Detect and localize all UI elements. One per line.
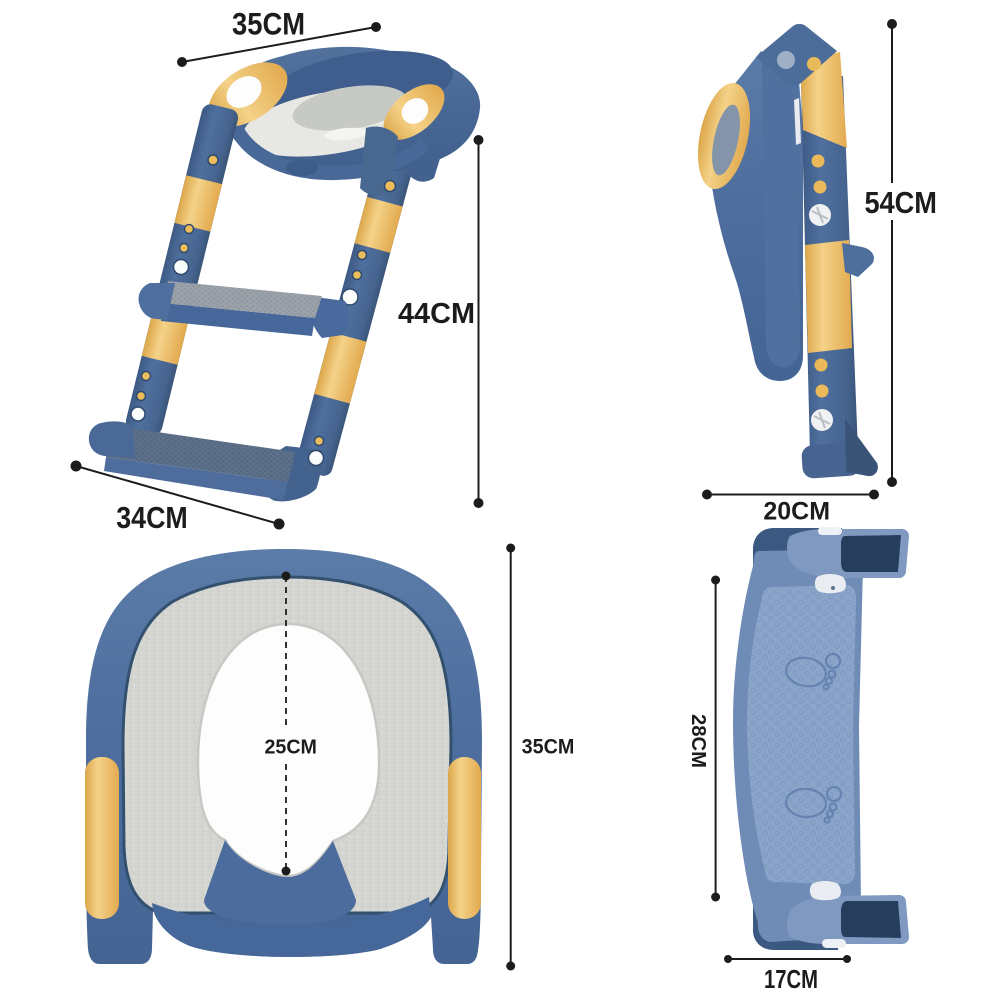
svg-text:25CM: 25CM <box>264 737 317 759</box>
svg-text:35CM: 35CM <box>522 736 575 759</box>
svg-text:44CM: 44CM <box>398 298 475 330</box>
svg-text:35CM: 35CM <box>232 6 305 42</box>
svg-text:20CM: 20CM <box>763 498 830 526</box>
svg-text:34CM: 34CM <box>116 500 188 535</box>
svg-text:17CM: 17CM <box>764 966 818 994</box>
svg-text:54CM: 54CM <box>864 187 937 220</box>
svg-text:28CM: 28CM <box>687 714 710 768</box>
